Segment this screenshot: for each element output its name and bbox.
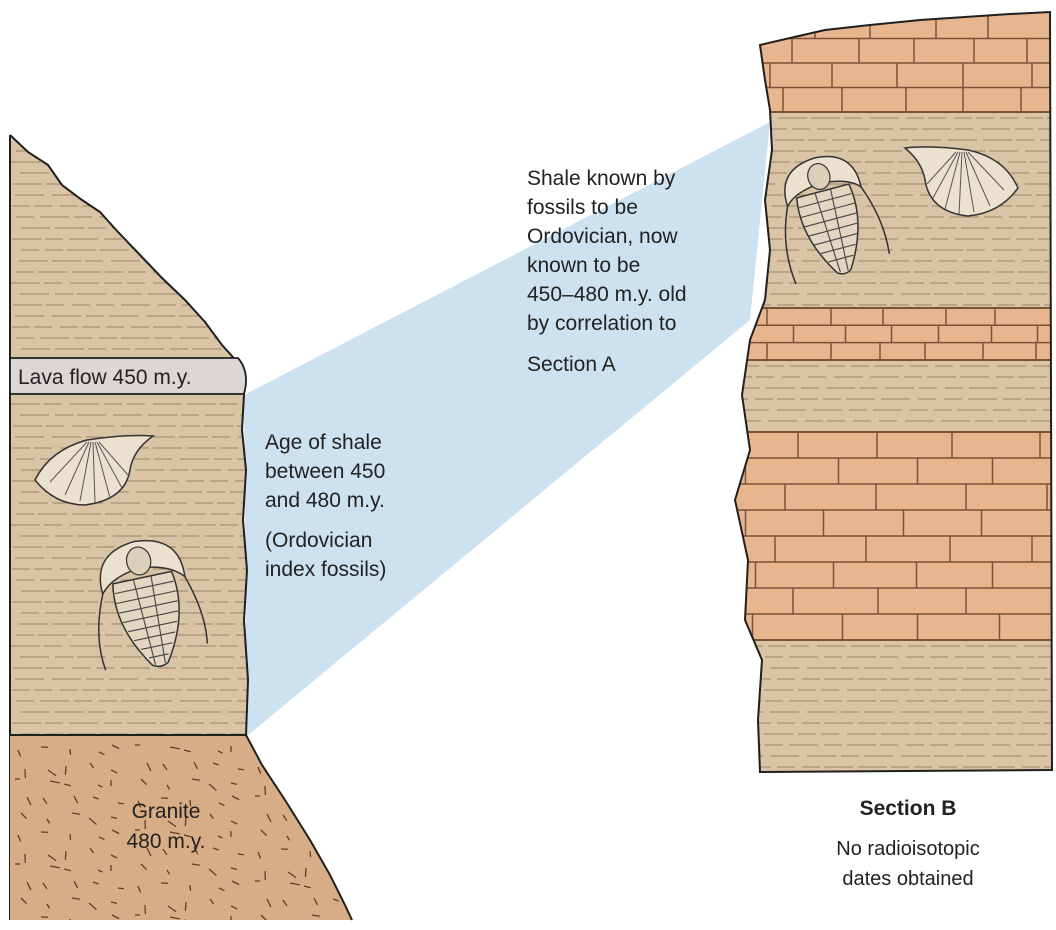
texture-stroke bbox=[185, 902, 186, 911]
texture-stroke bbox=[338, 802, 343, 804]
correlation-line: Section A bbox=[527, 353, 616, 376]
texture-stroke bbox=[70, 749, 71, 755]
lava-flow-layer: Lava flow 450 m.y. bbox=[10, 358, 246, 394]
shale-age-line: Age of shale bbox=[265, 431, 382, 454]
section-b-caption: Section B No radioisotopic dates obtaine… bbox=[836, 797, 979, 890]
texture-stroke bbox=[329, 750, 337, 757]
texture-stroke bbox=[70, 834, 71, 840]
texture-stroke bbox=[352, 762, 359, 766]
granite-line: Granite bbox=[132, 800, 201, 823]
texture-stroke bbox=[305, 783, 306, 792]
texture-stroke bbox=[329, 920, 337, 927]
texture-stroke bbox=[329, 835, 337, 842]
shale-age-line: between 450 bbox=[265, 460, 385, 483]
texture-stroke bbox=[287, 751, 290, 755]
texture-stroke bbox=[99, 922, 104, 925]
texture-stroke bbox=[314, 813, 318, 820]
section-b-subtitle-line: No radioisotopic bbox=[836, 838, 979, 860]
correlation-line: by correlation to bbox=[527, 312, 676, 335]
texture-stroke bbox=[118, 888, 124, 889]
texture-stroke bbox=[288, 787, 296, 793]
texture-stroke bbox=[312, 830, 320, 831]
correlation-line: Ordovician, now bbox=[527, 225, 678, 248]
shale-age-line: (Ordovician bbox=[265, 529, 372, 552]
texture-stroke bbox=[310, 766, 311, 772]
texture-stroke bbox=[310, 851, 311, 857]
correlation-line: known to be bbox=[527, 254, 640, 277]
texture-stroke bbox=[352, 847, 359, 851]
texture-stroke bbox=[65, 851, 66, 860]
texture-stroke bbox=[339, 769, 344, 772]
section-b-title: Section B bbox=[860, 797, 957, 820]
texture-stroke bbox=[358, 905, 364, 906]
texture-stroke bbox=[238, 769, 244, 770]
texture-stroke bbox=[261, 745, 267, 751]
texture-stroke bbox=[330, 780, 333, 785]
texture-stroke bbox=[190, 885, 191, 891]
texture-stroke bbox=[290, 798, 300, 800]
section-b-sandstone-top bbox=[700, 0, 1056, 112]
texture-stroke bbox=[184, 920, 191, 922]
texture-stroke bbox=[238, 854, 244, 855]
texture-stroke bbox=[333, 814, 339, 816]
texture-stroke bbox=[305, 868, 306, 877]
texture-stroke bbox=[358, 820, 364, 821]
texture-stroke bbox=[351, 872, 357, 875]
shale-age-line: and 480 m.y. bbox=[265, 489, 385, 512]
texture-stroke bbox=[304, 801, 311, 803]
section-b-column bbox=[700, 0, 1056, 772]
texture-stroke bbox=[330, 865, 333, 870]
texture-stroke bbox=[118, 803, 124, 804]
texture-stroke bbox=[287, 921, 290, 925]
texture-stroke bbox=[65, 766, 66, 775]
shale-age-note: Age of shale between 450 and 480 m.y. (O… bbox=[265, 431, 386, 581]
section-b-sandstone-middle bbox=[700, 308, 1056, 360]
correlation-line: fossils to be bbox=[527, 196, 638, 219]
texture-stroke bbox=[339, 854, 344, 857]
texture-stroke bbox=[338, 887, 343, 889]
section-b-subtitle-line: dates obtained bbox=[842, 868, 973, 890]
texture-stroke bbox=[312, 745, 320, 746]
texture-stroke bbox=[351, 834, 357, 835]
texture-stroke bbox=[70, 919, 71, 925]
texture-stroke bbox=[18, 920, 21, 926]
correlation-line: Shale known by bbox=[527, 167, 676, 190]
lava-flow-label: Lava flow 450 m.y. bbox=[18, 366, 192, 389]
granite-line: 480 m.y. bbox=[127, 830, 206, 853]
correlation-beam bbox=[244, 122, 770, 736]
texture-stroke bbox=[218, 921, 223, 923]
texture-stroke bbox=[351, 787, 357, 790]
shale-age-line: index fossils) bbox=[265, 558, 386, 581]
texture-stroke bbox=[351, 749, 357, 750]
correlation-line: 450–480 m.y. old bbox=[527, 283, 687, 306]
